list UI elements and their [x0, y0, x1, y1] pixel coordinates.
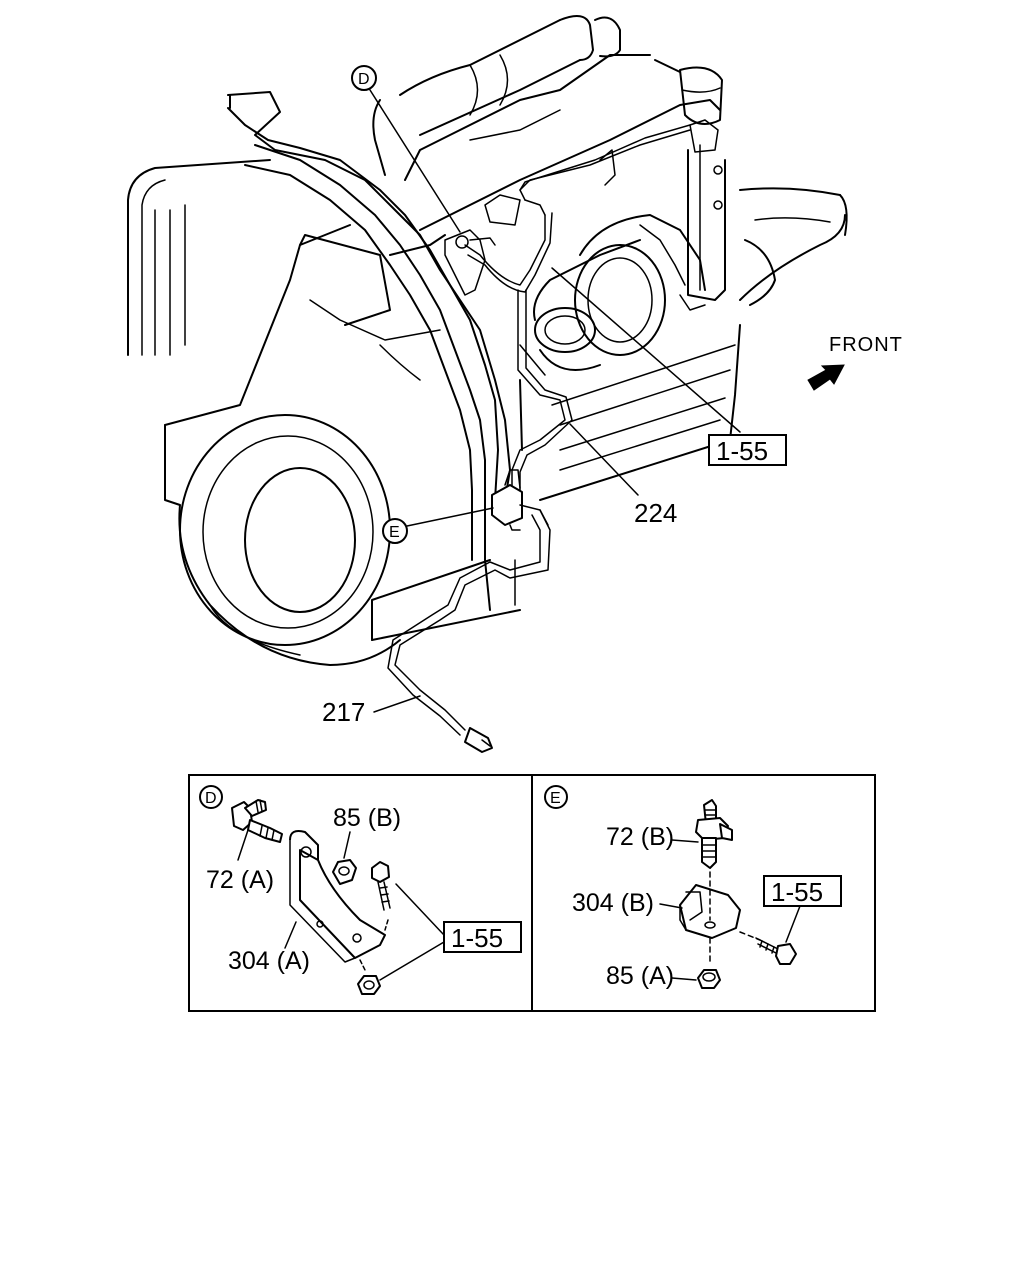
- detail-e-ref-box: [763, 875, 842, 907]
- ref-box: [708, 434, 787, 466]
- bracket-304b-icon: [679, 871, 741, 939]
- leader-72a: [237, 829, 249, 861]
- leader-ref-d-1: [395, 883, 445, 936]
- leader-304b: [659, 903, 683, 909]
- part-224-label: 224: [634, 498, 677, 528]
- leader-85b: [343, 831, 351, 859]
- part-217-label: 217: [322, 697, 365, 727]
- detail-e-circle: [544, 785, 568, 809]
- leader-72b: [671, 839, 699, 843]
- label-304b: 304 (B): [572, 889, 654, 917]
- leader-ref-d-2: [379, 941, 445, 981]
- circle-e-marker: [382, 518, 408, 544]
- leader-e: [406, 507, 494, 527]
- detail-d-ref-box: [443, 921, 522, 953]
- bolt-e-icon: [739, 931, 797, 965]
- label-304a: 304 (A): [228, 947, 310, 975]
- nut-bottom-icon: [357, 959, 381, 995]
- part-217-callout: 217: [322, 695, 421, 727]
- engine-illustration: [127, 15, 848, 753]
- bracket-304a-icon: [289, 830, 386, 963]
- label-85a: 85 (A): [606, 962, 674, 990]
- front-direction-indicator: FRONT: [807, 334, 903, 391]
- fitting-72a-icon: [231, 799, 283, 843]
- detail-e-letter: E: [550, 790, 561, 807]
- detail-e-ref-label: 1-55: [771, 877, 823, 907]
- detail-d-ref-label: 1-55: [451, 923, 503, 953]
- detail-d-panel: D 72 (A) 85 (B) 304 (A): [199, 785, 522, 995]
- nut-85b-icon: [332, 859, 357, 885]
- label-72b: 72 (B): [606, 823, 674, 851]
- fitting-72b-icon: [695, 799, 733, 869]
- leader-ref-e: [785, 905, 801, 943]
- leader-85a: [671, 977, 697, 981]
- circle-d-marker: [351, 65, 377, 91]
- callout-d: D: [351, 65, 461, 233]
- label-72a: 72 (A): [206, 866, 274, 894]
- detail-e-panel: E 72 (B) 304 (B): [544, 785, 842, 990]
- bolt-icon: [371, 861, 391, 931]
- leader-224: [569, 423, 639, 496]
- nut-85a-icon: [697, 937, 721, 989]
- leader-304a: [284, 921, 297, 949]
- leader-d: [369, 89, 461, 233]
- front-label: FRONT: [829, 334, 903, 356]
- detail-d-circle: [199, 785, 223, 809]
- part-224-callout: 224: [569, 423, 677, 528]
- detail-d-letter: D: [205, 790, 217, 807]
- ref-1-55-main: 1-55: [551, 267, 787, 466]
- front-arrow-icon: [807, 364, 845, 391]
- ref-label: 1-55: [716, 436, 768, 466]
- callout-e: E: [382, 507, 494, 544]
- circle-e-letter: E: [389, 524, 400, 541]
- circle-d-letter: D: [358, 71, 370, 88]
- leader-ref-main: [551, 267, 741, 433]
- leader-217: [373, 695, 421, 713]
- label-85b: 85 (B): [333, 804, 401, 832]
